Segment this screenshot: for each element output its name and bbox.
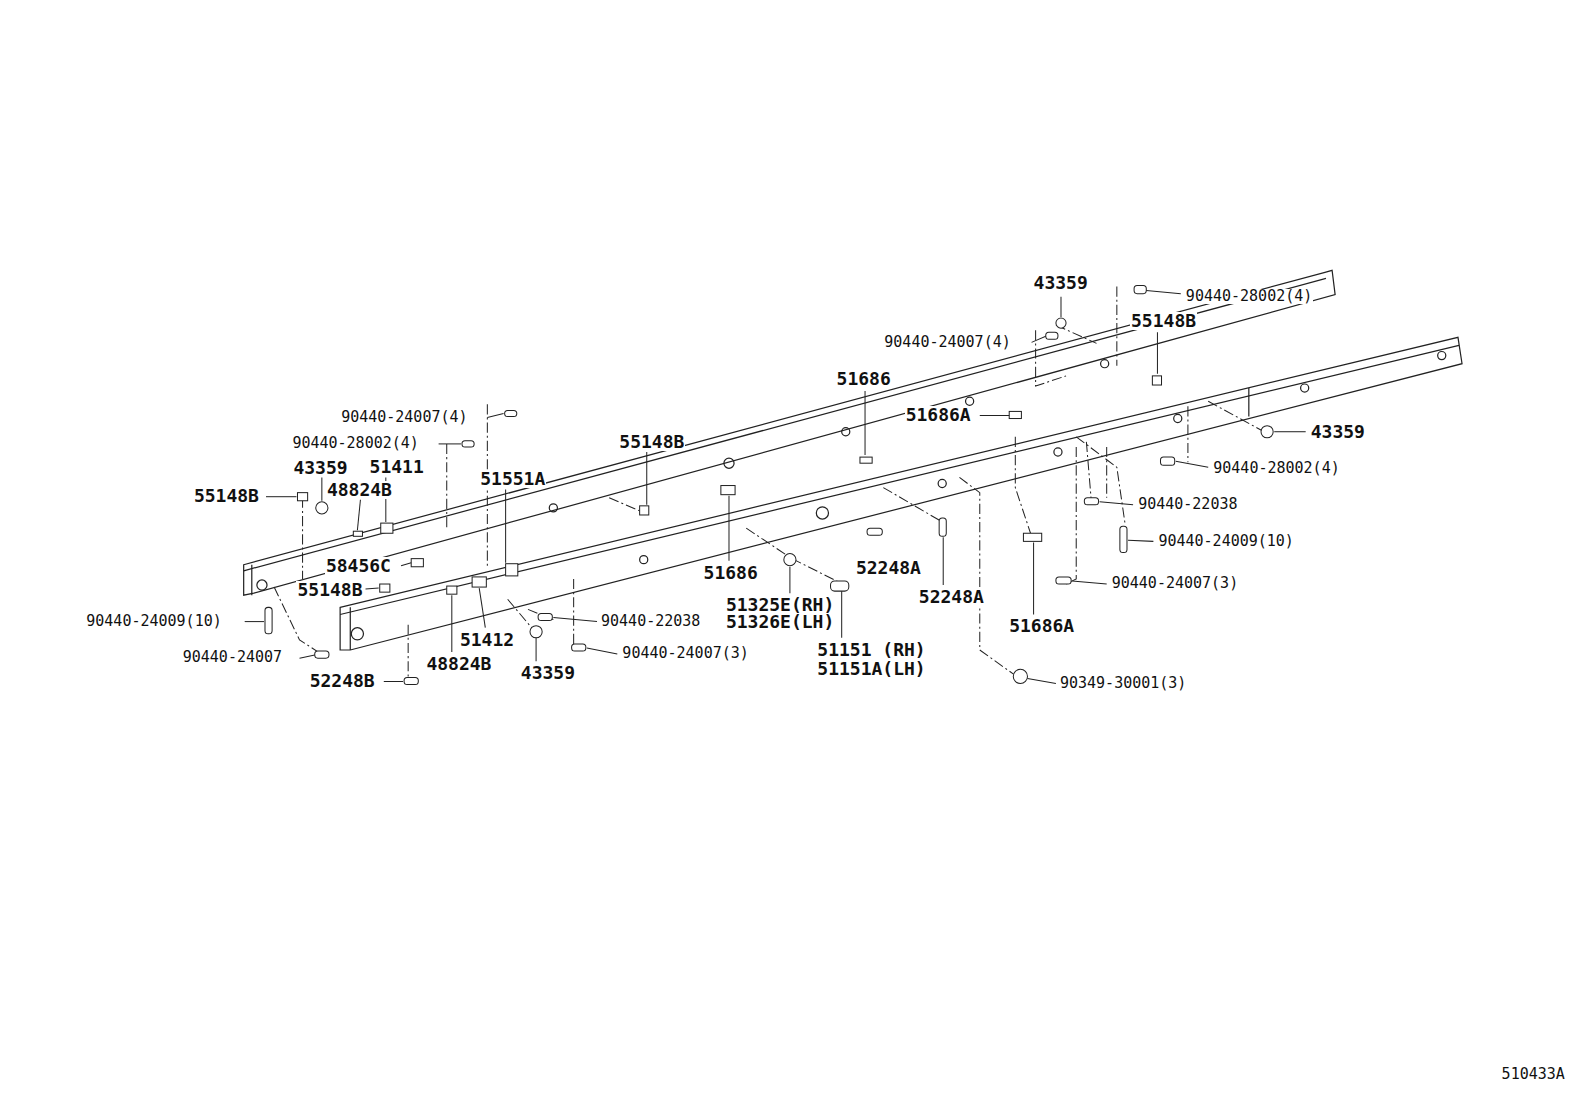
callout-number: 51686 <box>836 370 892 388</box>
callout-number: 48824B <box>326 481 393 499</box>
callout-number: 55148B <box>618 433 685 451</box>
callout-number: 43359 <box>520 664 576 682</box>
callout-number: 51151 (RH) <box>816 641 926 659</box>
callout-number: 90440-28002(4) <box>291 436 419 451</box>
callout-number: 90440-22038 <box>600 614 701 629</box>
callout-number: 55148B <box>193 487 260 505</box>
callout-number: 90440-24007(4) <box>883 335 1011 350</box>
callout-number: 90440-24007(3) <box>1111 576 1239 591</box>
callout-number: 90440-22038 <box>1137 497 1238 512</box>
callout-number: 90440-24009(10) <box>85 614 222 629</box>
callout-number: 51686A <box>905 406 972 424</box>
callout-number: 51151A(LH) <box>816 660 926 678</box>
callout-number: 48824B <box>425 655 492 673</box>
callout-number: 90440-24009(10) <box>1157 534 1294 549</box>
callout-number: 51686A <box>1008 617 1075 635</box>
callout-number: 90440-24007(3) <box>621 646 749 661</box>
callout-number: 90440-28002(4) <box>1185 289 1313 304</box>
callout-number: 52248B <box>309 672 376 690</box>
callout-number: 51412 <box>459 631 515 649</box>
callout-number: 51411 <box>369 458 425 476</box>
callout-number: 90440-24007 <box>182 650 283 665</box>
callout-number: 55148B <box>1130 312 1197 330</box>
callout-number: 43359 <box>1310 423 1366 441</box>
callout-number: 90349-30001(3) <box>1059 676 1187 691</box>
figure-code: 510433A <box>1501 1067 1566 1082</box>
callout-number: 51325E(RH) <box>725 596 835 614</box>
callout-number: 52248A <box>918 588 985 606</box>
callout-number: 51686 <box>703 564 759 582</box>
callout-number: 43359 <box>292 459 348 477</box>
callout-number: 51326E(LH) <box>725 613 835 631</box>
callout-number: 51551A <box>479 470 546 488</box>
callout-number: 90440-24007(4) <box>340 410 468 425</box>
callout-number: 58456C <box>325 557 392 575</box>
callout-number: 90440-28002(4) <box>1212 461 1340 476</box>
callout-number: 43359 <box>1033 274 1089 292</box>
callout-number: 52248A <box>855 559 922 577</box>
callout-number: 55148B <box>296 581 363 599</box>
